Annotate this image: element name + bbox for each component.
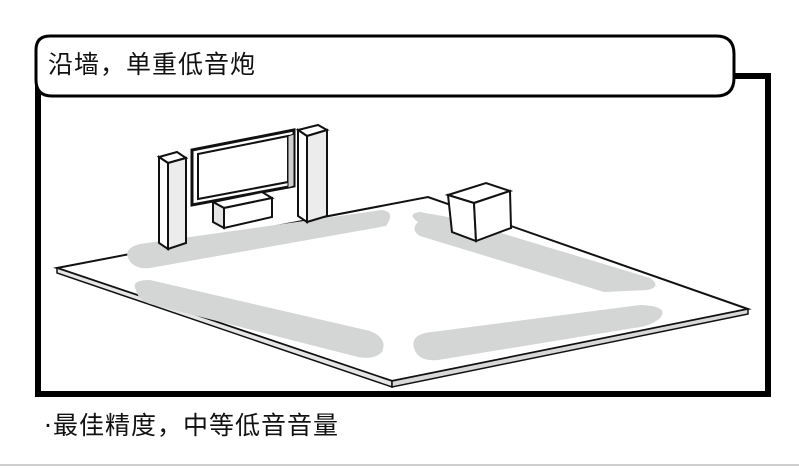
bass-zone-back-left — [127, 210, 391, 269]
center-speaker — [210, 190, 275, 230]
bottom-divider — [0, 464, 799, 466]
bass-zone-front-left — [134, 280, 384, 358]
right-tower-speaker — [295, 123, 330, 224]
subwoofer — [444, 181, 514, 243]
left-tower-speaker — [156, 150, 189, 251]
caption: ·最佳精度，中等低音音量 — [44, 411, 339, 440]
title-tab — [34, 34, 736, 98]
diagram-title: 沿墙，单重低音炮 — [48, 50, 257, 79]
bass-zone-front-right — [413, 305, 663, 361]
floor-edge-right — [391, 308, 749, 388]
television — [190, 128, 296, 207]
